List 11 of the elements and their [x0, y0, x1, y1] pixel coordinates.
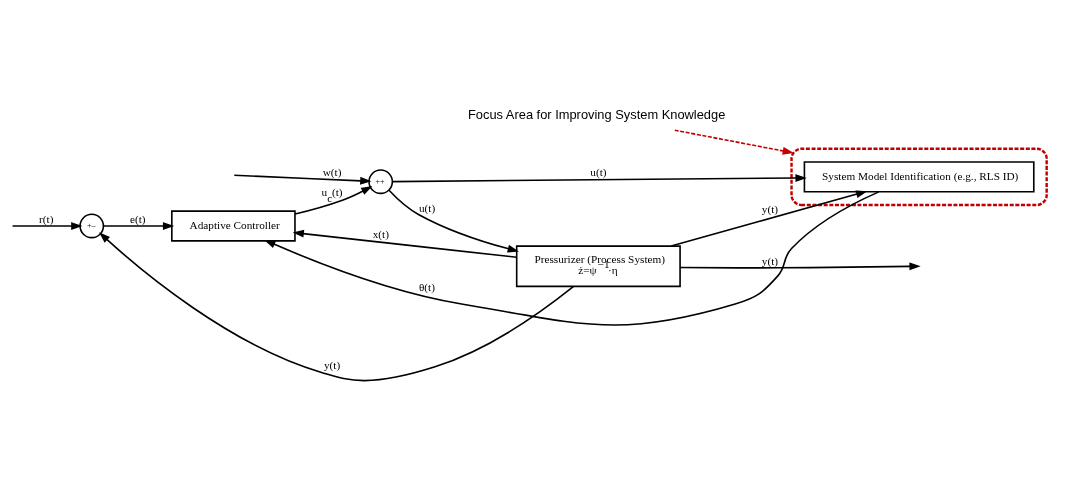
- edge-label: x(t): [372, 227, 389, 240]
- edge-label: y(t): [323, 358, 341, 371]
- edge-label: u(t): [590, 165, 607, 178]
- edge-label: e(t): [129, 212, 146, 225]
- edge-label: u(t): [418, 201, 436, 214]
- edge-label: r(t): [39, 212, 54, 225]
- edge-label: w(t): [322, 165, 342, 178]
- edge-label: y(t): [761, 254, 779, 267]
- node-text: Focus Area for Improving System Knowledge: [468, 106, 726, 122]
- edge-label: y(t): [761, 202, 779, 215]
- edge-label: θ(t): [418, 280, 435, 293]
